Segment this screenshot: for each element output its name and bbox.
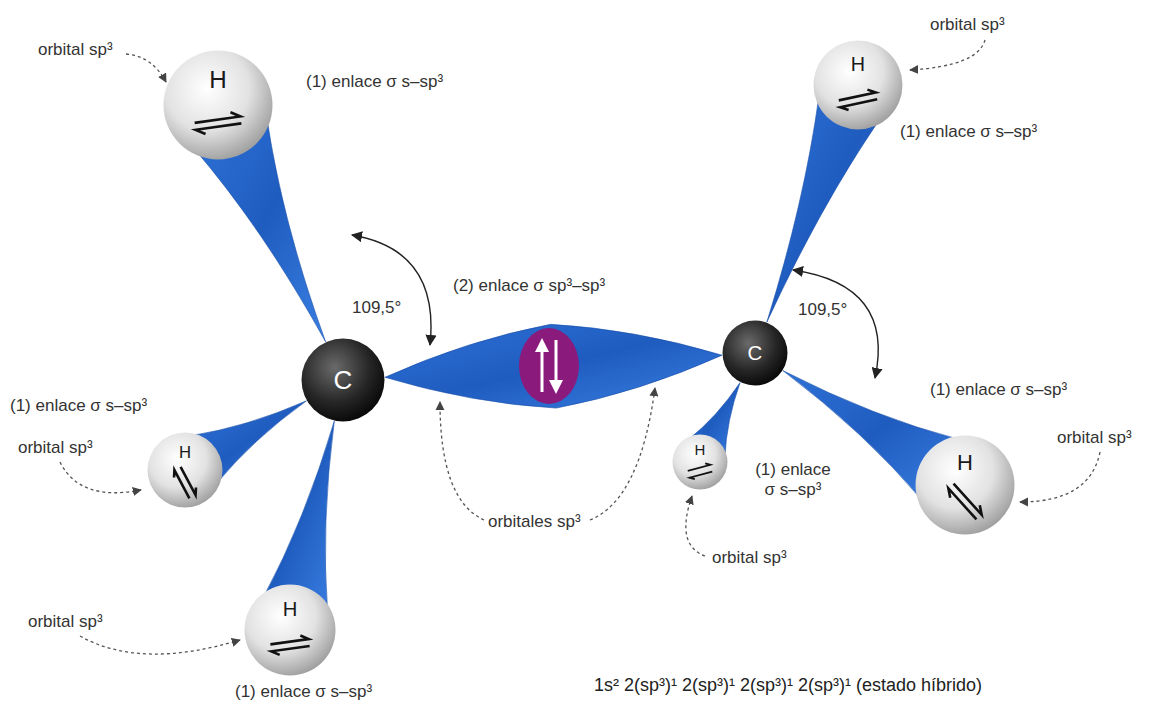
annotation-label: (1) enlace σ s–sp³ [235,682,372,702]
leader-line [590,388,655,520]
atom-symbol: C [722,343,788,363]
sp3-orbital-lobe [385,324,722,408]
annotation-label: (1) enlace σ s–sp³ [10,396,147,416]
hydrogen-atom: H [915,435,1015,535]
atom-shape [915,435,1015,535]
leader-line [686,496,705,556]
annotation-label: orbital sp³ [1057,428,1132,448]
annotation-label: orbital sp³ [38,40,113,60]
atom-shape [813,40,903,130]
atom-sphere [814,41,903,130]
annotation-label: orbital sp³ [930,15,1005,35]
carbon-atom: C [722,320,788,386]
leader-line [440,402,484,520]
atom-symbol: H [244,599,336,619]
spin-arrows [194,111,242,135]
annotation-label: (1) enlace σ s–sp³ [900,122,1037,142]
sp3-orbital-lobe [767,97,880,323]
atom-shape [147,432,223,508]
atom-sphere [302,339,385,422]
leader-lines [60,40,1100,654]
annotation-label: (1) enlace σ s–sp³ [306,72,443,92]
electron-pair-ellipse [519,328,579,404]
atom-sphere [723,321,788,386]
sp3-orbital-lobe [263,421,335,612]
spin-arrows [270,634,311,655]
atom-shape [244,584,336,676]
hydrogen-atom: H [672,434,728,490]
annotation-label: (1) enlace σ s–sp³ [930,380,1067,400]
atom-symbol: C [301,367,385,393]
atom-shape [163,50,273,160]
spin-arrows [945,480,986,523]
hydrogen-atom: H [813,40,903,130]
atom-sphere [245,585,336,676]
leader-line [60,462,141,493]
atom-sphere [916,436,1015,535]
carbon-atom: C [301,338,385,422]
electron-configuration: 1s² 2(sp³)¹ 2(sp³)¹ 2(sp³)¹ 2(sp³)¹ (est… [594,675,982,697]
spin-arrows [838,88,878,112]
atom-symbol: H [147,445,223,462]
annotation-label: orbital sp³ [18,438,93,458]
hydrogen-atom: H [163,50,273,160]
hydrogen-atom: H [244,584,336,676]
atom-sphere [148,433,223,508]
leader-line [80,636,240,654]
annotation-label: orbital sp³ [28,612,103,632]
angle-arc [352,235,431,345]
annotation-label: 109,5° [352,298,401,318]
spin-arrows [171,465,199,500]
atom-sphere [673,435,728,490]
atom-symbol: H [915,452,1015,474]
atom-symbol: H [672,442,728,457]
annotation-label: orbital sp³ [712,548,787,568]
leader-line [1020,452,1100,502]
annotation-label: orbitales sp³ [488,512,581,532]
spin-arrows [535,338,563,394]
atom-symbol: H [813,55,903,75]
angle-arc [793,270,878,378]
leader-line [126,54,166,82]
leader-line [910,40,985,70]
atom-sphere [164,51,273,160]
spin-arrows [687,462,713,480]
annotation-label: 109,5° [798,300,847,320]
hydrogen-atom: H [147,432,223,508]
annotation-label: (2) enlace σ sp³–sp³ [453,276,605,296]
atom-symbol: H [163,68,273,92]
annotation-label: (1) enlace σ s–sp³ [748,460,838,501]
